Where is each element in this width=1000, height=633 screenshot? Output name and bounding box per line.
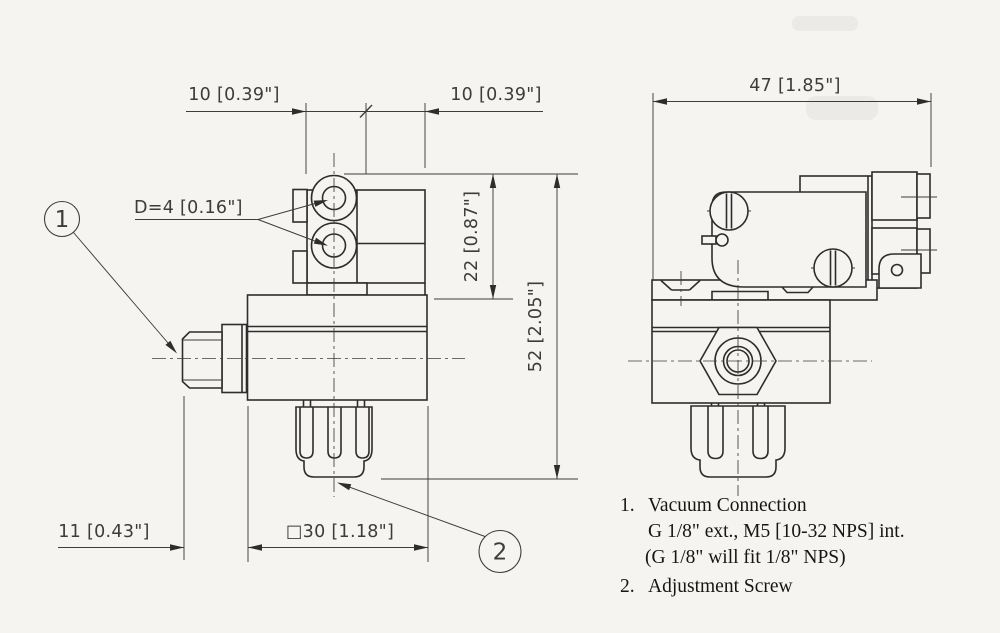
dim-side-width-label: 47 [1.85"]	[749, 76, 841, 96]
bracket-hole	[890, 263, 904, 277]
notes: 1. Vacuum Connection G 1/8" ext., M5 [10…	[620, 495, 905, 597]
screw-upper	[707, 191, 751, 231]
arrowhead	[248, 544, 262, 551]
tube-fitting-upper-flange	[916, 173, 931, 219]
knob-slot	[327, 407, 342, 459]
switch-foot-tab	[781, 286, 814, 294]
balloon-1	[43, 200, 81, 238]
dim-upper-height-label: 22 [0.87"]	[462, 191, 482, 283]
arrowhead	[917, 98, 931, 105]
right-view	[628, 171, 937, 496]
dim-top-right-label: 10 [0.39"]	[450, 85, 542, 105]
leader-line	[73, 232, 175, 351]
arrowhead	[553, 174, 561, 188]
arrowhead	[170, 544, 184, 551]
knob-slot	[355, 407, 370, 459]
note-1-detail-1: G 1/8" ext., M5 [10-32 NPS] int.	[648, 521, 905, 542]
left-view-dimensions: 10 [0.39"] 10 [0.39"] D=4 [0.16"] 22 [0.…	[43, 85, 578, 574]
countersink-edge	[660, 279, 673, 291]
dim-left-offset-label: 11 [0.43"]	[58, 522, 150, 542]
right-view-dimensions: 47 [1.85"]	[652, 76, 932, 281]
arrowhead	[292, 108, 306, 115]
balloon-1-label: 1	[55, 207, 70, 233]
arrowhead	[553, 465, 561, 479]
valve-body-side	[246, 294, 428, 401]
note-1-detail-2: (G 1/8" will fit 1/8" NPS)	[645, 547, 846, 568]
note-2-title: Adjustment Screw	[648, 576, 793, 597]
dimension-tick	[359, 104, 373, 118]
dim-total-height-label: 52 [2.05"]	[526, 281, 546, 373]
ports-base-strip	[306, 282, 368, 296]
arrowhead	[425, 108, 439, 115]
leader-line	[257, 200, 325, 220]
knob-slot	[752, 406, 769, 460]
plate-recess	[711, 290, 769, 300]
plunger-head	[715, 233, 729, 247]
arrowhead	[165, 340, 177, 354]
arrowhead	[489, 174, 497, 188]
left-view	[152, 153, 465, 497]
leader-line	[257, 219, 325, 245]
dim-hole-label: D=4 [0.16"]	[134, 198, 243, 218]
balloon-2	[478, 529, 522, 574]
arrowhead	[337, 482, 352, 491]
switch-plunger	[701, 233, 729, 247]
vacuum-connector-side	[181, 323, 248, 394]
scan-artifact	[792, 16, 858, 31]
arrowhead	[313, 237, 328, 246]
mounting-bracket	[878, 253, 922, 289]
screw-head	[813, 248, 853, 288]
arrowhead	[313, 200, 328, 207]
knob-slot	[707, 406, 724, 460]
plunger-stem	[701, 235, 717, 245]
screw-head	[709, 191, 749, 231]
port-tab-lower	[292, 250, 308, 284]
countersink-edge	[688, 279, 701, 291]
arrowhead	[489, 285, 497, 299]
leader-line	[340, 483, 486, 537]
scan-artifact	[806, 96, 878, 120]
note-2-number: 2.	[620, 576, 635, 597]
knob-slot	[299, 407, 314, 459]
dim-top-left-label: 10 [0.39"]	[188, 85, 280, 105]
scan-artifacts	[792, 16, 878, 120]
connector-thread-stub	[181, 331, 223, 389]
arrowhead	[653, 98, 667, 105]
port-tab-upper	[292, 188, 308, 223]
tube-fitting-upper	[871, 171, 918, 221]
balloon-2-label: 2	[493, 540, 508, 566]
countersink-screw-recess	[660, 279, 701, 291]
note-1-title: Vacuum Connection	[648, 495, 807, 516]
arrowhead	[414, 544, 428, 551]
note-1-number: 1.	[620, 495, 635, 516]
screw-lower	[811, 248, 855, 288]
dim-body-width-label: □30 [1.18"]	[286, 522, 394, 542]
